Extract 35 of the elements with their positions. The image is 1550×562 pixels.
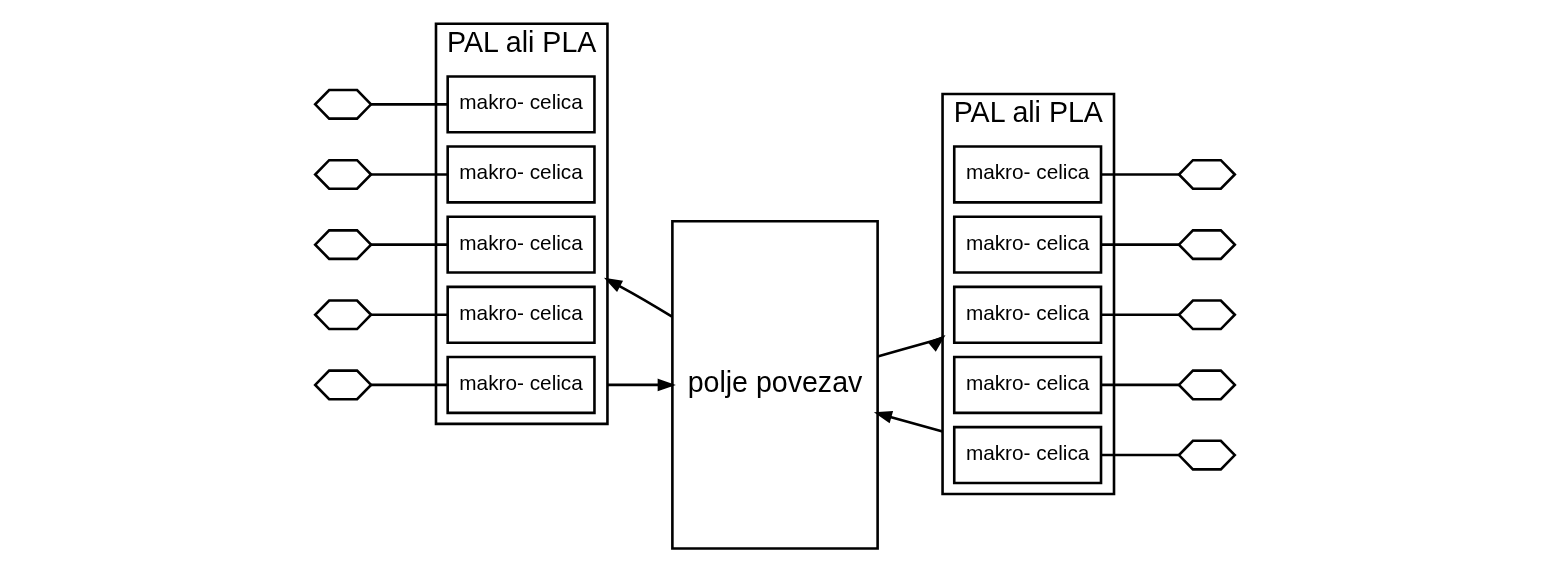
node-hexagon — [1177, 299, 1237, 331]
node-hexagon — [1177, 158, 1237, 191]
node-box: makro- celica — [446, 75, 596, 134]
connector — [1101, 243, 1179, 246]
node-box: makro- celica — [446, 215, 596, 274]
node-hexagon — [1177, 369, 1237, 401]
connector — [371, 313, 448, 317]
arrow — [607, 378, 676, 392]
connector — [1101, 313, 1179, 317]
arrow — [603, 277, 673, 318]
connector — [1101, 453, 1179, 457]
node-hexagon — [1177, 229, 1237, 261]
node-hexagon — [313, 229, 373, 261]
node-box: makro- celica — [952, 145, 1103, 204]
node-box: makro- celica — [952, 355, 1103, 415]
node-hexagon — [313, 299, 373, 331]
node-hexagon — [313, 369, 373, 401]
node-hexagon — [313, 158, 373, 191]
node-box: polje povezav — [671, 219, 879, 550]
connector — [371, 243, 448, 246]
arrow — [873, 411, 943, 433]
connector — [1101, 173, 1179, 176]
connector — [1101, 383, 1179, 387]
node-box: makro- celica — [952, 215, 1103, 274]
node-box: makro- celica — [446, 145, 596, 204]
node-box: makro- celica — [952, 285, 1103, 344]
connector — [371, 383, 448, 387]
arrow — [877, 335, 946, 358]
connector — [371, 173, 448, 176]
node-box: makro- celica — [446, 355, 596, 415]
node-hexagon — [313, 88, 373, 120]
node-box: makro- celica — [446, 285, 596, 344]
node-box: makro- celica — [952, 425, 1103, 485]
connector — [371, 103, 448, 106]
node-hexagon — [1177, 439, 1237, 471]
